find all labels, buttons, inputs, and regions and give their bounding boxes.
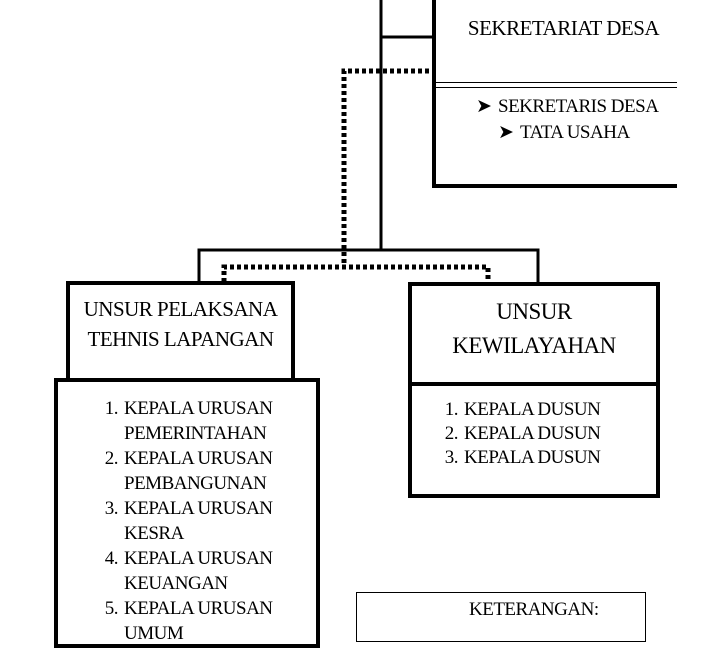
kewilayahan-header-box: UNSUR KEWILAYAHAN: [408, 282, 660, 386]
pelaksana-title-line1: UNSUR PELAKSANA: [83, 297, 278, 321]
pelaksana-title-line2: TEHNIS LAPANGAN: [87, 327, 274, 351]
pelaksana-header-box: UNSUR PELAKSANA TEHNIS LAPANGAN: [66, 281, 295, 382]
sekretariat-desa-box: SEKRETARIAT DESA ➤ SEKRETARIS DESA ➤ TATA …: [432, 0, 677, 188]
arrow-bullet-icon: ➤: [476, 96, 492, 117]
kewilayahan-title-line1: UNSUR: [496, 299, 572, 324]
sekretariat-staff-list: ➤ SEKRETARIS DESA ➤ TATA USAHA: [476, 94, 659, 146]
dotted-coordination-line-lower: [221, 264, 491, 284]
staff-label: TATA USAHA: [520, 122, 630, 143]
keterangan-title: KETERANGAN:: [469, 599, 599, 620]
list-item: 2.KEPALA DUSUN: [444, 423, 601, 444]
arrow-bullet-icon: ➤: [498, 122, 514, 143]
connector-lines: [197, 0, 540, 284]
dotted-coordination-line: [341, 68, 436, 266]
staff-label: SEKRETARIS DESA: [498, 96, 659, 117]
list-item: ➤ TATA USAHA: [476, 120, 658, 146]
kewilayahan-list-box: 1.KEPALA DUSUN 2.KEPALA DUSUN 3.KEPALA D…: [408, 382, 660, 498]
list-item: 1.KEPALA DUSUN: [444, 399, 601, 420]
solid-distribution-line: [197, 248, 540, 284]
sekretariat-divider: [436, 82, 677, 88]
list-item: ➤ SEKRETARIS DESA: [476, 94, 659, 120]
list-item: 3.KEPALA DUSUN: [444, 447, 601, 468]
keterangan-box: KETERANGAN:: [356, 592, 646, 642]
sekretariat-desa-title: SEKRETARIAT DESA: [467, 16, 660, 40]
kewilayahan-title-line2: KEWILAYAHAN: [452, 333, 616, 358]
kewilayahan-list: 1.KEPALA DUSUN 2.KEPALA DUSUN 3.KEPALA D…: [432, 398, 601, 470]
